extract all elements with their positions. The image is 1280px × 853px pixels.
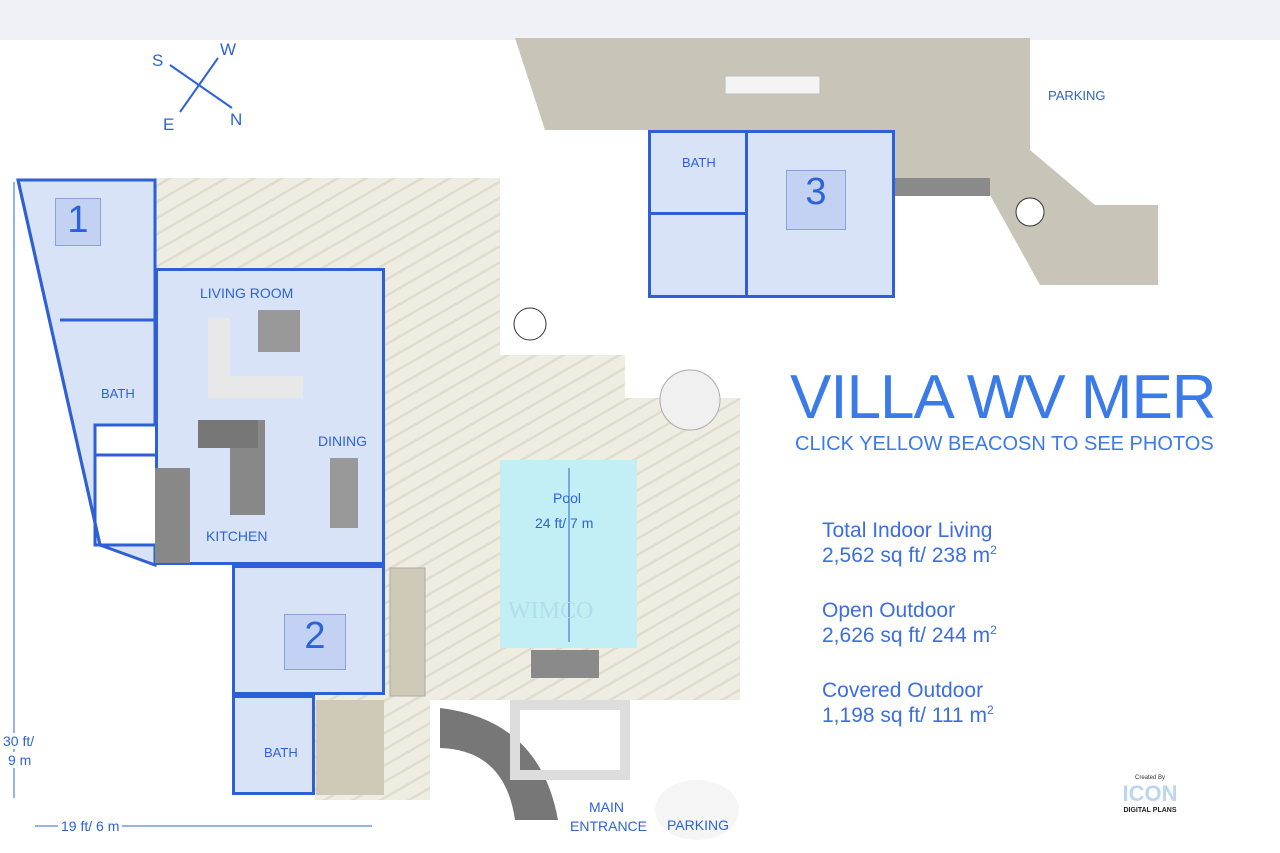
bedroom-2-number[interactable]: 2 bbox=[284, 614, 346, 670]
bedroom-3-number[interactable]: 3 bbox=[786, 170, 846, 230]
kitchen-counter bbox=[198, 420, 258, 448]
pool-label: Pool bbox=[553, 490, 582, 506]
umbrella-icon bbox=[659, 369, 721, 431]
bedroom-1-wing bbox=[16, 178, 157, 568]
lounger-row bbox=[724, 75, 821, 95]
main-entrance-label-2: ENTRANCE bbox=[570, 818, 648, 834]
vertical-dimension-1: 30 ft/ bbox=[3, 733, 35, 749]
entrance-seating bbox=[510, 700, 630, 780]
parking-bottom-label: PARKING bbox=[667, 817, 729, 833]
villa-title: VILLA WV MER bbox=[790, 363, 1217, 432]
villa-subtitle[interactable]: CLICK YELLOW BEACOSN TO SEE PHOTOS bbox=[795, 433, 1214, 455]
parking-top-label: PARKING bbox=[1048, 88, 1106, 103]
logo-brand: ICON bbox=[1122, 781, 1178, 806]
stat-label: Total Indoor Living bbox=[822, 519, 993, 542]
stat-label: Open Outdoor bbox=[822, 599, 956, 622]
horizontal-dimension: 19 ft/ 6 m bbox=[58, 818, 123, 834]
living-room-label: LIVING ROOM bbox=[200, 285, 294, 301]
planter-bottom bbox=[316, 700, 384, 795]
parking-top-area bbox=[1036, 67, 1120, 123]
wall bbox=[650, 212, 746, 215]
stat-value: 1,198 sq ft/ 111 m2 bbox=[822, 703, 994, 727]
bath-bottom-label: BATH bbox=[264, 745, 298, 760]
watermark: WIMCO bbox=[508, 598, 594, 624]
compass-s: S bbox=[152, 51, 164, 70]
stat-value: 2,562 sq ft/ 238 m2 bbox=[822, 543, 997, 567]
compass-e: E bbox=[163, 115, 175, 134]
kitchen-range bbox=[155, 468, 190, 563]
pool-dimension: 24 ft/ 7 m bbox=[535, 515, 594, 531]
logo-created-by: Created By bbox=[1134, 775, 1165, 781]
vertical-dimension-2: 9 m bbox=[8, 752, 32, 768]
bedroom-1-number[interactable]: 1 bbox=[55, 198, 101, 246]
bath-left-label: BATH bbox=[101, 386, 135, 401]
logo-tagline: DIGITAL PLANS bbox=[1123, 807, 1177, 814]
spiral-stair-icon bbox=[1015, 197, 1045, 227]
stat-value: 2,626 sq ft/ 244 m2 bbox=[822, 623, 997, 647]
icon-digital-plans-logo: Created By ICON DIGITAL PLANS bbox=[1105, 774, 1195, 815]
dining-label: DINING bbox=[318, 433, 367, 449]
bath-bottom bbox=[232, 695, 315, 795]
kitchen-label: KITCHEN bbox=[206, 528, 268, 544]
stat-covered-outdoor: Covered Outdoor 1,198 sq ft/ 111 m2 bbox=[822, 678, 994, 728]
parking-bottom-area bbox=[655, 780, 739, 840]
stat-indoor: Total Indoor Living 2,562 sq ft/ 238 m2 bbox=[822, 518, 997, 568]
upper-deck bbox=[515, 38, 1158, 285]
bath-top-label: BATH bbox=[682, 155, 716, 170]
main-entrance-label-1: MAIN bbox=[589, 799, 624, 815]
sofa bbox=[208, 318, 303, 398]
spiral-stair-icon bbox=[513, 307, 547, 341]
stat-open-outdoor: Open Outdoor 2,626 sq ft/ 244 m2 bbox=[822, 598, 997, 648]
sky-wash bbox=[0, 0, 1280, 40]
compass-w: W bbox=[220, 40, 237, 59]
compass-icon bbox=[169, 57, 233, 113]
stairs bbox=[895, 178, 990, 196]
dining-table bbox=[330, 458, 358, 528]
compass-n: N bbox=[230, 110, 243, 129]
coffee-table bbox=[258, 310, 300, 352]
stat-label: Covered Outdoor bbox=[822, 679, 984, 702]
pool-steps bbox=[531, 650, 599, 678]
planter bbox=[389, 567, 426, 697]
curved-stairs bbox=[440, 708, 558, 820]
